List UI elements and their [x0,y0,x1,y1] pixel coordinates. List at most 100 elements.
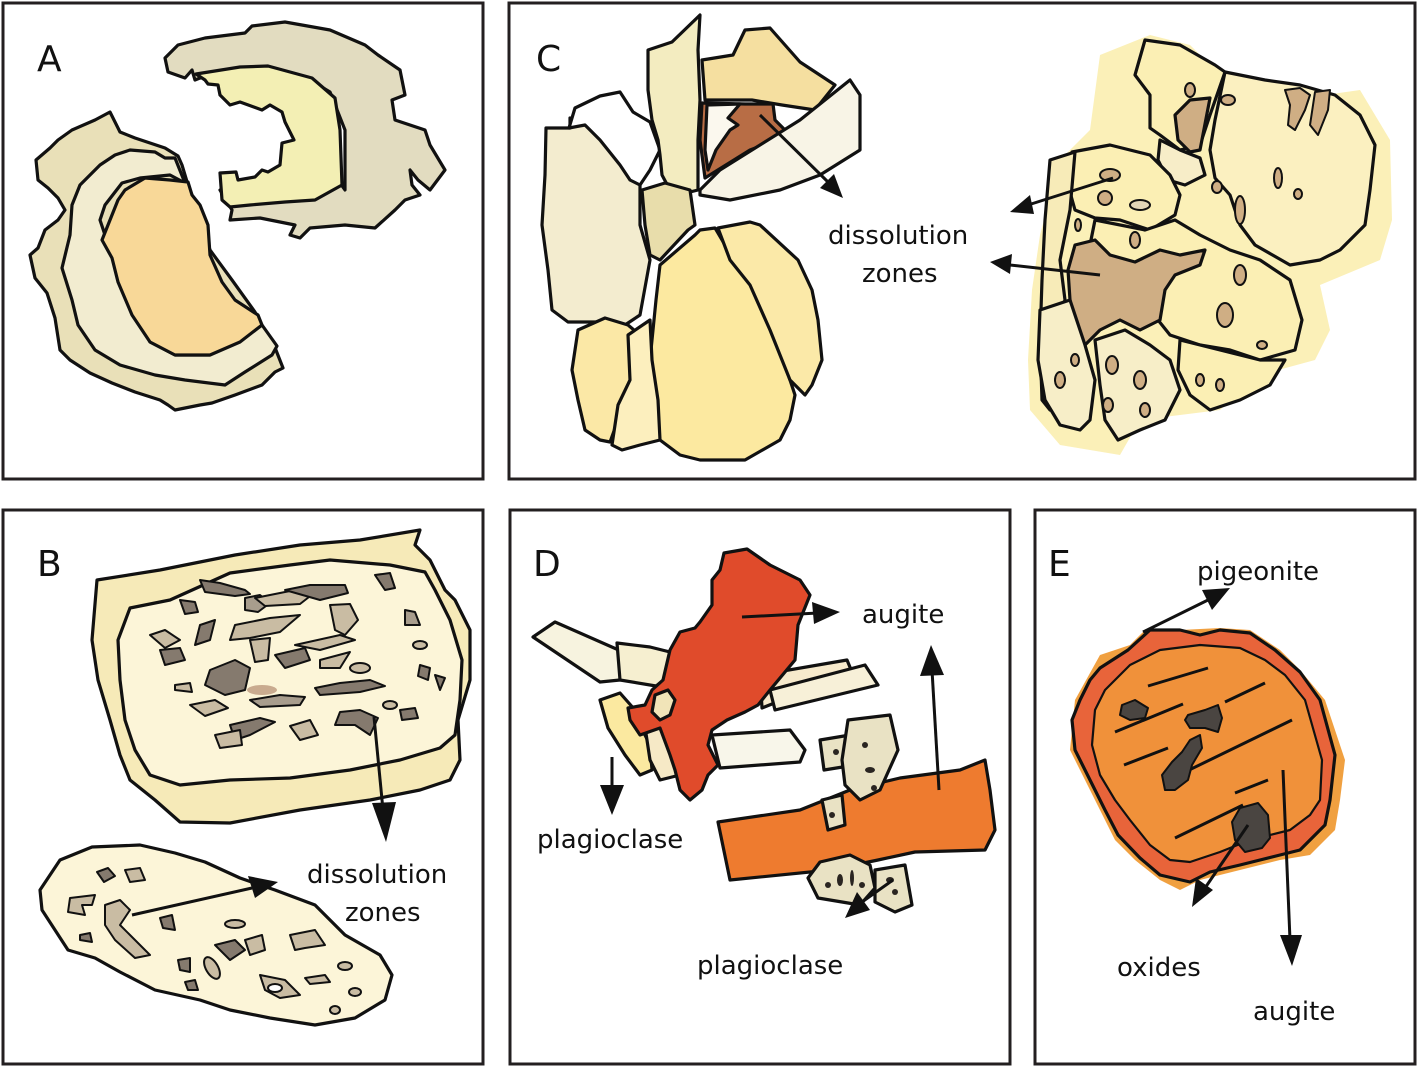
oxide-speck [833,749,839,755]
oxide-speck [859,882,865,888]
dissolution-spot [1256,340,1268,350]
grain-c-top [700,26,837,112]
dissolution-zone [194,619,216,646]
label-e-pigeonite: pigeonite [1197,557,1319,587]
dissolution-zone [249,694,306,708]
oxide-speck [850,870,854,886]
crystal-a1-core [194,64,344,209]
grain-c-r7 [1036,298,1097,432]
dissolution-zone [399,707,419,721]
dissolution-zone [67,894,96,916]
dissolution-spot [1215,378,1225,392]
panel-b: B [1,508,485,1066]
label-d-augite: augite [862,600,944,630]
label-d-plagioclase-bottom: plagioclase [697,951,843,981]
dissolution-zone [267,983,283,993]
oxide-speck [865,767,875,773]
label-c-dissolution: dissolution [828,221,968,251]
plagioclase-inclusion [840,713,900,802]
lamella [1234,778,1269,795]
arrow-d-plagioclase-bottom [861,878,894,904]
grain-c-r1-band [1173,96,1212,154]
label-e-augite: augite [1253,997,1335,1027]
arrow-d-augite-orange [930,669,941,791]
arrow-b-lower-head [248,876,278,898]
arrow-e-augite-head [1280,935,1302,966]
dissolution-spots-c [1054,82,1331,418]
dissolution-zone [329,1005,341,1015]
dissolution-zone [417,664,431,681]
oxides [1119,699,1271,853]
dissolution-spot [1195,373,1205,387]
crystal-b2 [38,843,394,1027]
dissolution-spot [1216,302,1234,328]
arrow-d-plagioclase-bottom-head [845,892,870,918]
arrow-c-left-head [820,174,843,198]
dissolution-spot [1133,370,1147,390]
dissolution-zone [434,674,446,691]
dissolution-spot [1129,231,1141,249]
grain-c-right [698,78,862,202]
dissolution-zone [159,647,186,666]
dissolution-spot [1234,195,1246,225]
panel-e-letter: E [1048,544,1071,585]
dissolution-zone [374,572,396,591]
dissolution-zone [294,634,356,651]
dissolution-spot [1284,87,1311,131]
dissolution-zones-b2 [67,867,362,1015]
dissolution-zone [104,899,151,959]
grain-c-white [567,90,662,187]
dissolution-zone [189,699,229,717]
dissolution-zone [149,629,181,649]
arrow-c-right-lower [1009,263,1101,277]
grain-c-olive [640,181,697,262]
dissolution-spot [1211,180,1223,194]
grain-c-right-aggregate [990,35,1392,455]
dissolution-zone [96,867,116,883]
crystal-a2-core [100,176,264,357]
label-c-zones: zones [862,259,938,289]
oxide-grain [1119,699,1149,721]
dissolution-zone [184,979,199,991]
dissolution-zone [289,719,319,741]
dissolution-zone [124,867,146,883]
dissolution-zone [224,919,246,929]
arrow-d-plagioclase-left-head [600,785,624,815]
oxide-grain [1184,704,1223,733]
label-d-plagioclase-left: plagioclase [537,825,683,855]
label-e-oxides: oxides [1117,953,1201,983]
dissolution-zone [203,956,221,980]
dissolution-spot [1273,167,1283,189]
dissolution-zone [214,729,243,749]
crystal-a2-mid [60,148,279,387]
dissolution-spot [1184,82,1196,98]
dissolution-zone [79,932,93,943]
dissolution-spot [1074,218,1082,232]
plagioclase-lath-5 [710,728,807,770]
arrow-e-pigeonite-head [1202,588,1230,610]
dissolution-spot [1220,94,1236,106]
oxide-speck [837,874,843,886]
dissolution-zone [289,929,326,951]
dissolution-spot [1293,188,1303,200]
grain-c-white-inner [703,102,742,172]
oxide-speck [829,812,835,818]
arrow-d-augite-red-head [812,602,840,624]
lamella [1123,746,1169,767]
panel-c-letter: C [536,39,561,80]
dissolution-zone [229,614,301,641]
dissolution-zone [412,640,428,650]
arrow-e-oxides [1203,824,1250,889]
dissolution-zone [329,603,359,636]
dissolution-spot [1097,190,1113,206]
dissolution-zone [319,651,351,669]
augite-crystal-red [626,547,812,802]
panel-d: D [508,508,1012,1066]
arrow-e-oxides-head [1192,878,1213,907]
dissolution-zone [159,914,176,931]
arrow-b-upper [372,716,385,811]
grain-c-yellow-strip [610,318,662,452]
arrow-b-upper-head [372,802,396,842]
arrow-e-augite [1281,769,1292,941]
